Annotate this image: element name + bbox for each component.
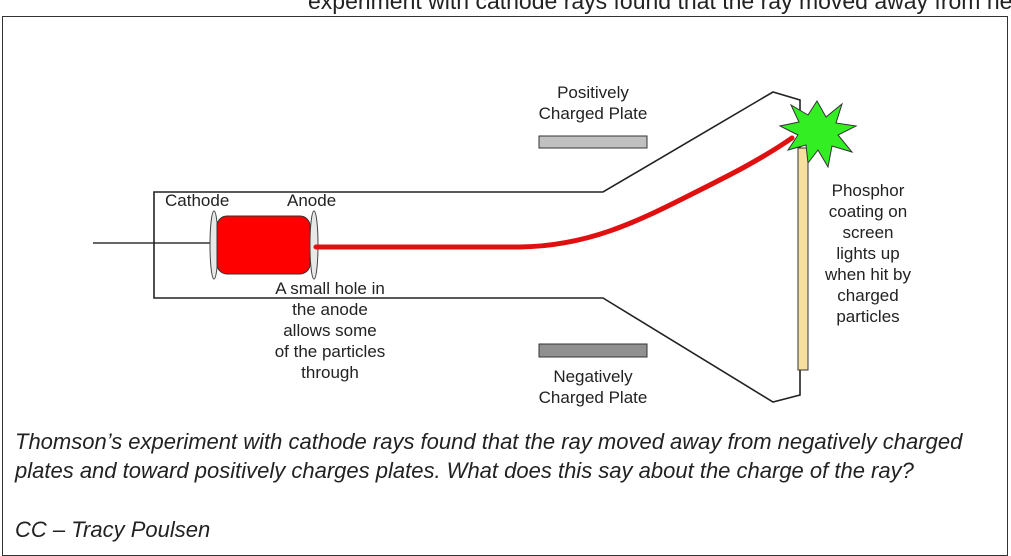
cathode-label: Cathode	[165, 191, 230, 210]
phosphor-screen	[797, 147, 809, 371]
cut-off-top-text: experiment with cathode rays found that …	[0, 0, 1011, 18]
top-text: experiment with cathode rays found that …	[308, 0, 1011, 14]
impact-burst	[778, 100, 858, 169]
negative-plate	[538, 343, 648, 358]
anode-hole-label: A small hole in the anode allows some of…	[274, 279, 386, 382]
positive-plate	[538, 135, 648, 149]
negative-plate-label: Negatively Charged Plate	[538, 367, 648, 407]
phosphor-label: Phosphor coating on screen lights up whe…	[825, 181, 911, 326]
cathode-block	[216, 215, 311, 275]
tube-outline	[153, 91, 801, 403]
image-credit: CC – Tracy Poulsen	[15, 517, 211, 542]
positive-plate-label: Positively Charged Plate	[538, 83, 648, 123]
anode-label: Anode	[287, 191, 337, 210]
cathode-ray	[313, 135, 795, 250]
figure-caption: Thomson’s experiment with cathode rays f…	[15, 429, 963, 483]
